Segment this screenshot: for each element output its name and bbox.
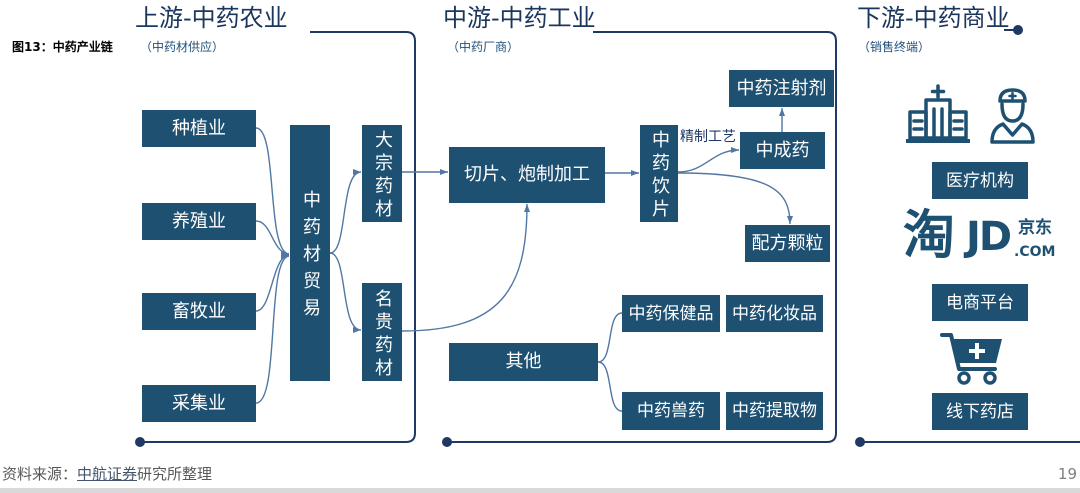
jd-logo-mark: JD — [966, 214, 1012, 260]
node-veterinary: 中药兽药 — [622, 392, 720, 430]
node-precious-herbs-label: 名贵药材 — [372, 288, 393, 381]
jd-logo-name: 京东 — [1018, 218, 1052, 238]
node-herb-trade-label: 中药材贸易 — [300, 190, 321, 325]
hospital-icon — [906, 84, 970, 143]
arrow-planting-to-trade — [255, 127, 290, 257]
midstream-frame-dot — [442, 437, 452, 447]
downstream-frame-top-dot — [1013, 25, 1023, 35]
source-rest: 研究所整理 — [137, 465, 213, 483]
taobao-logo: 淘 — [903, 206, 956, 266]
upstream-title: 上游-中药农业 — [135, 4, 288, 32]
node-offline-pharmacy: 线下药店 — [932, 393, 1028, 430]
page-number: 19 — [1057, 465, 1077, 483]
source-label: 资料来源： — [2, 465, 78, 483]
node-others: 其他 — [449, 343, 598, 381]
doctor-icon — [990, 88, 1035, 144]
arrow-trade-to-precious — [329, 252, 362, 333]
downstream-subtitle: （销售终端） — [858, 40, 931, 54]
arrow-precious-to-processing — [401, 203, 530, 332]
node-planting: 种植业 — [142, 110, 256, 147]
arrow-husbandry-to-trade — [255, 252, 290, 312]
node-formula-granules: 配方颗粒 — [745, 225, 830, 262]
jd-logo-domain: .COM — [1014, 244, 1056, 260]
node-health-products: 中药保健品 — [622, 295, 720, 332]
node-ecommerce: 电商平台 — [932, 284, 1028, 321]
node-breeding: 养殖业 — [142, 203, 256, 240]
midstream-frame — [447, 31, 837, 443]
upstream-frame-dot — [135, 437, 145, 447]
node-decoction-pieces-label: 中药饮片 — [649, 130, 670, 222]
node-extracts: 中药提取物 — [726, 392, 823, 430]
arrow-gathering-to-trade — [255, 253, 290, 404]
shopping-cart-icon — [940, 333, 1002, 385]
arrow-trade-to-bulk — [329, 169, 362, 254]
node-gathering: 采集业 — [142, 385, 256, 422]
downstream-frame-bottom-dot — [855, 437, 865, 447]
midstream-title: 中游-中药工业 — [443, 4, 596, 32]
node-bulk-herbs: 大宗药材 — [362, 125, 402, 222]
arrow-decoction-to-granules — [677, 172, 793, 225]
footer-band — [0, 488, 1080, 493]
node-husbandry: 畜牧业 — [142, 293, 256, 330]
node-medical-institutions: 医疗机构 — [932, 162, 1028, 199]
midstream-subtitle: （中药厂商） — [447, 40, 520, 54]
brace-others-lower — [597, 361, 623, 412]
node-patent-medicine: 中成药 — [740, 132, 825, 169]
arrow-breeding-to-trade — [255, 220, 290, 257]
downstream-title: 下游-中药商业 — [857, 4, 1010, 32]
node-decoction-pieces: 中药饮片 — [640, 125, 678, 222]
node-injection: 中药注射剂 — [729, 70, 834, 107]
figure-label: 图13：中药产业链 — [12, 40, 113, 54]
source-org-link[interactable]: 中航证券 — [77, 465, 138, 483]
source-note: 资料来源：中航证券研究所整理 — [2, 465, 212, 483]
node-herb-trade: 中药材贸易 — [290, 125, 330, 381]
upstream-subtitle: （中药材供应） — [140, 40, 225, 54]
upstream-frame — [140, 31, 416, 443]
node-cosmetics: 中药化妆品 — [726, 295, 823, 332]
node-bulk-herbs-label: 大宗药材 — [372, 130, 393, 222]
arrow-decoction-to-patent — [677, 147, 740, 173]
node-precious-herbs: 名贵药材 — [362, 283, 402, 381]
refining-label: 精制工艺 — [680, 129, 736, 145]
brace-others-upper — [597, 312, 623, 363]
node-processing: 切片、炮制加工 — [449, 147, 605, 203]
